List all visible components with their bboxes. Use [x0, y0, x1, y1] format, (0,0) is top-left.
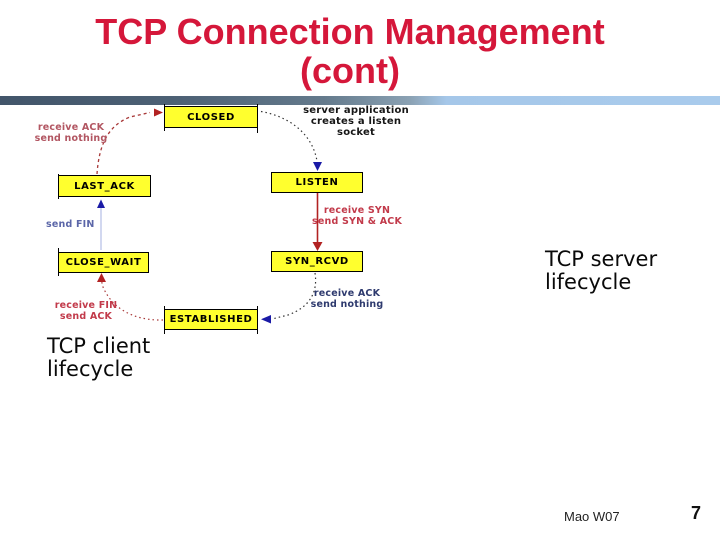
annotation-send-fin: send FIN — [46, 219, 95, 230]
state-syn-rcvd: SYN_RCVD — [271, 251, 363, 272]
footer-page-number: 7 — [691, 503, 702, 523]
slide-title-line2: (cont) — [300, 50, 400, 91]
state-last-ack: LAST_ACK — [58, 175, 151, 197]
state-listen: LISTEN — [271, 172, 363, 193]
slide-title-line1: TCP Connection Management — [95, 11, 605, 52]
arrowhead-into-synrcvd — [312, 242, 323, 251]
caption-tcp-client-lifecycle: TCP client lifecycle — [47, 334, 151, 381]
state-closed: CLOSED — [164, 106, 258, 128]
arrowhead-into-established — [261, 315, 271, 324]
footer-author: Mao W07 — [564, 509, 620, 524]
arrowhead-into-listen — [313, 162, 322, 171]
arrow-synrcvd-to-established — [271, 272, 317, 320]
state-close-wait: CLOSE_WAIT — [58, 252, 149, 273]
arrowhead-into-closewait — [97, 273, 106, 282]
arrow-established-to-closewait — [100, 280, 163, 321]
title-divider-bar — [0, 96, 720, 105]
caption-tcp-server-lifecycle: TCP server lifecycle — [545, 247, 658, 294]
arrowhead-into-closed — [154, 108, 163, 117]
annotation-receive-ack-bottom: receive ACK send nothing — [310, 288, 384, 310]
arrowhead-into-lastack — [97, 199, 105, 208]
annotation-server-application: server application creates a listen sock… — [303, 105, 409, 138]
state-established: ESTABLISHED — [164, 309, 258, 330]
annotation-receive-ack-top: receive ACK send nothing — [34, 122, 108, 144]
annotation-receive-fin: receive FIN send ACK — [54, 300, 118, 322]
annotation-receive-syn: receive SYN send SYN & ACK — [311, 205, 403, 227]
slide-title: TCP Connection Management (cont) — [0, 12, 700, 90]
